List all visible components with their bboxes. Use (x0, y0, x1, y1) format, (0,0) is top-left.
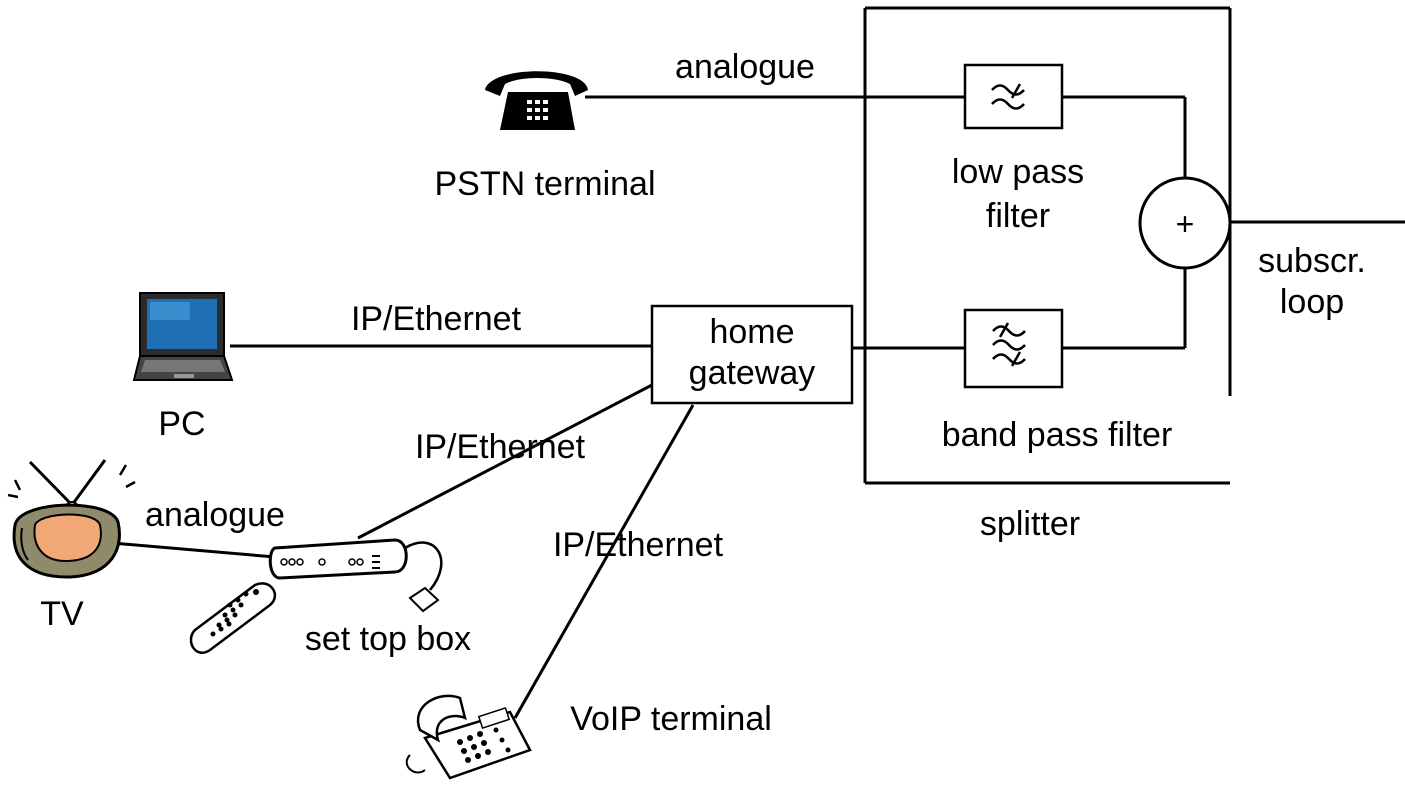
set-top-box-icon (268, 538, 443, 613)
gateway-label-line2: gateway (689, 354, 816, 392)
stb-link-label: IP/Ethernet (415, 428, 586, 466)
tv-link-label: analogue (145, 496, 285, 534)
tv-label: TV (40, 595, 84, 633)
low-pass-label-line2: filter (986, 197, 1050, 235)
splitter-label: splitter (980, 505, 1080, 543)
pc-link-label: IP/Ethernet (351, 300, 522, 338)
band-pass-label: band pass filter (942, 416, 1173, 454)
band-pass-filter-icon (963, 308, 1064, 389)
low-pass-filter-icon (963, 63, 1064, 130)
subscriber-loop-label-line2: loop (1280, 283, 1344, 321)
voip-phone-icon (405, 694, 532, 780)
set-top-box-label: set top box (305, 620, 471, 658)
combiner-symbol: + (1176, 206, 1195, 242)
remote-control-icon (189, 582, 277, 654)
home-gateway-box (650, 304, 854, 405)
stb-line (357, 383, 653, 540)
pstn-link-label: analogue (675, 48, 815, 86)
pstn-terminal-label: PSTN terminal (434, 165, 655, 203)
laptop-icon (132, 292, 234, 381)
pc-label: PC (158, 405, 205, 443)
telephone-icon (485, 71, 588, 130)
voip-link-label: IP/Ethernet (553, 526, 724, 564)
tv-line (111, 541, 276, 559)
tv-icon (7, 459, 136, 579)
splitter-frame (863, 6, 1232, 485)
voip-terminal-label: VoIP terminal (570, 700, 772, 738)
connection-lines (111, 95, 1405, 719)
gateway-label-line1: home (709, 313, 794, 351)
subscriber-loop-label-line1: subscr. (1258, 242, 1366, 280)
low-pass-label-line1: low pass (952, 153, 1084, 191)
combiner-circle: + (1138, 176, 1232, 270)
voip-line (513, 404, 695, 719)
